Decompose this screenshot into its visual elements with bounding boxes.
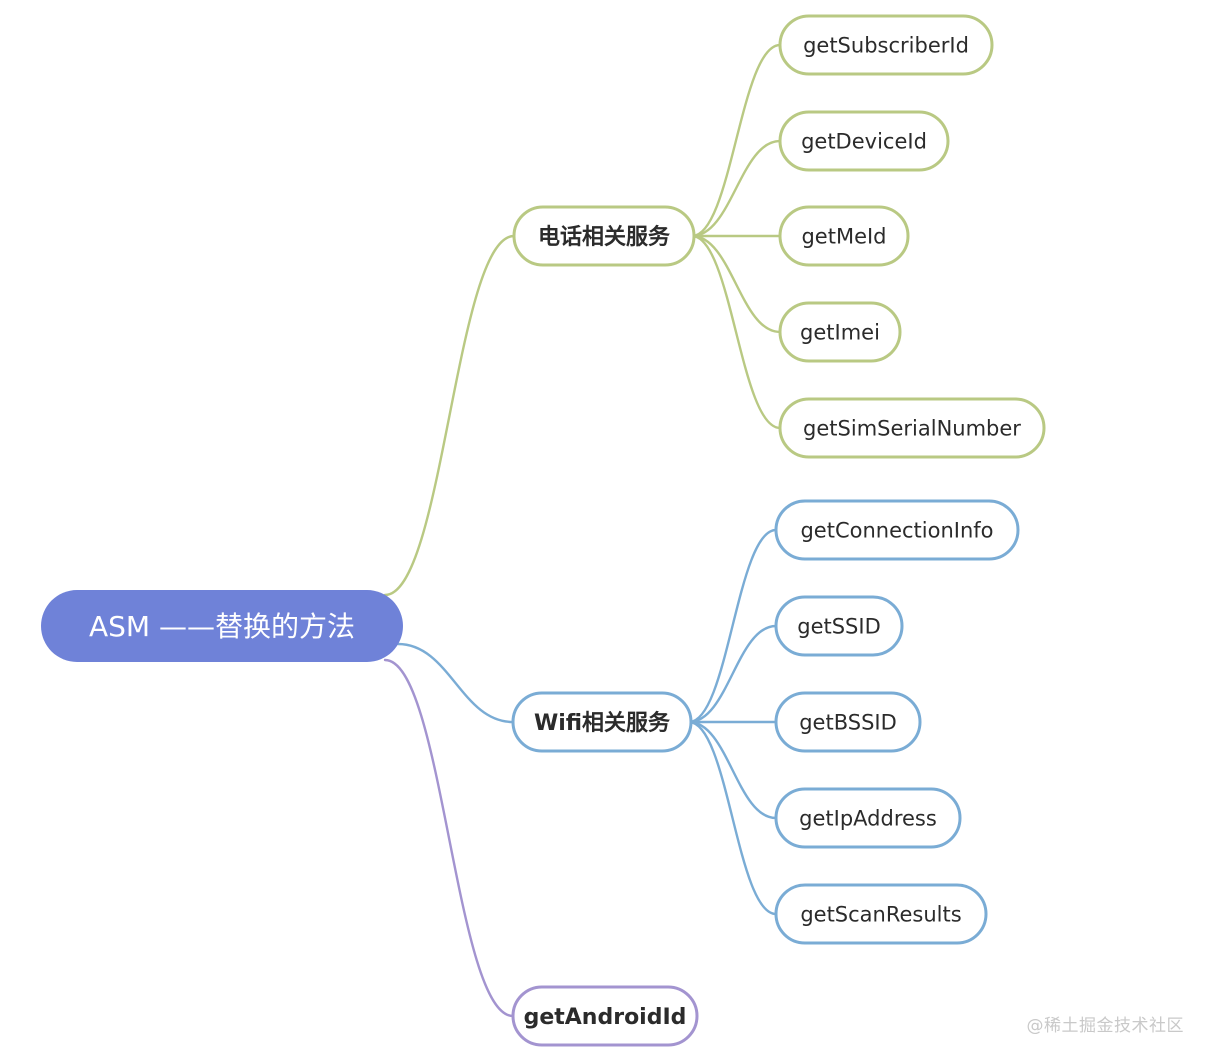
leaf-node-phone-0[interactable]: getSubscriberId — [778, 14, 994, 76]
branch-node-phone-box — [512, 205, 696, 267]
branch-node-android-box — [511, 985, 699, 1047]
branch-node-android[interactable]: getAndroidId — [511, 985, 699, 1047]
edge-wifi-child-1 — [687, 624, 778, 724]
mindmap-edges — [383, 43, 782, 1018]
leaf-node-wifi-0-box — [774, 499, 1020, 561]
leaf-node-wifi-2-label: getBSSID — [799, 711, 897, 735]
edge-root-to-wifi — [396, 642, 515, 724]
edge-phone-child-4 — [690, 234, 782, 430]
branch-node-phone-label: 电话相关服务 — [538, 225, 671, 250]
leaf-node-wifi-1-box — [774, 595, 904, 657]
leaf-node-phone-2-box — [778, 205, 910, 267]
edge-wifi-child-4 — [687, 720, 778, 916]
leaf-node-phone-3-box — [778, 301, 902, 363]
root-node[interactable]: ASM ——替换的方法 — [41, 590, 403, 662]
leaf-node-phone-0-label: getSubscriberId — [803, 34, 969, 58]
edge-wifi-child-0 — [687, 528, 778, 724]
leaf-node-wifi-2[interactable]: getBSSID — [774, 691, 922, 753]
leaf-node-wifi-3-label: getIpAddress — [799, 807, 937, 831]
leaf-node-phone-2[interactable]: getMeId — [778, 205, 910, 267]
leaf-node-wifi-4[interactable]: getScanResults — [774, 883, 988, 945]
leaf-node-phone-1-label: getDeviceId — [801, 130, 927, 154]
leaf-node-phone-0-box — [778, 14, 994, 76]
branch-node-wifi-box — [511, 691, 693, 753]
leaf-node-wifi-2-box — [774, 691, 922, 753]
leaf-node-phone-3-label: getImei — [800, 321, 880, 345]
edge-phone-child-1 — [690, 139, 782, 238]
mindmap-nodes: ASM ——替换的方法 电话相关服务 getSubscriberId getDevic… — [41, 14, 1046, 1047]
leaf-node-wifi-0[interactable]: getConnectionInfo — [774, 499, 1020, 561]
edge-phone-child-0 — [690, 43, 782, 238]
leaf-node-wifi-3[interactable]: getIpAddress — [774, 787, 962, 849]
leaf-node-wifi-3-box — [774, 787, 962, 849]
leaf-node-phone-3[interactable]: getImei — [778, 301, 902, 363]
branch-node-android-label: getAndroidId — [524, 1005, 687, 1030]
leaf-node-phone-4-box — [778, 397, 1046, 459]
branch-node-wifi[interactable]: Wifi相关服务 — [511, 691, 693, 753]
root-node-label: ASM ——替换的方法 — [89, 610, 355, 643]
branch-node-wifi-label: Wifi相关服务 — [534, 711, 671, 736]
root-node-box — [41, 590, 403, 662]
edge-wifi-child-3 — [687, 720, 778, 820]
branch-node-phone[interactable]: 电话相关服务 — [512, 205, 696, 267]
edge-phone-child-3 — [690, 234, 782, 334]
watermark-text: @稀土掘金技术社区 — [1026, 1016, 1184, 1036]
edge-root-to-phone — [383, 234, 516, 597]
leaf-node-phone-1-box — [778, 110, 950, 172]
leaf-node-phone-2-label: getMeId — [801, 225, 886, 249]
edge-root-to-android — [383, 658, 515, 1018]
leaf-node-wifi-4-box — [774, 883, 988, 945]
leaf-node-wifi-0-label: getConnectionInfo — [800, 519, 993, 543]
leaf-node-phone-1[interactable]: getDeviceId — [778, 110, 950, 172]
leaf-node-wifi-1[interactable]: getSSID — [774, 595, 904, 657]
leaf-node-phone-4-label: getSimSerialNumber — [803, 417, 1021, 441]
leaf-node-phone-4[interactable]: getSimSerialNumber — [778, 397, 1046, 459]
leaf-node-wifi-1-label: getSSID — [797, 615, 881, 639]
leaf-node-wifi-4-label: getScanResults — [800, 903, 961, 927]
